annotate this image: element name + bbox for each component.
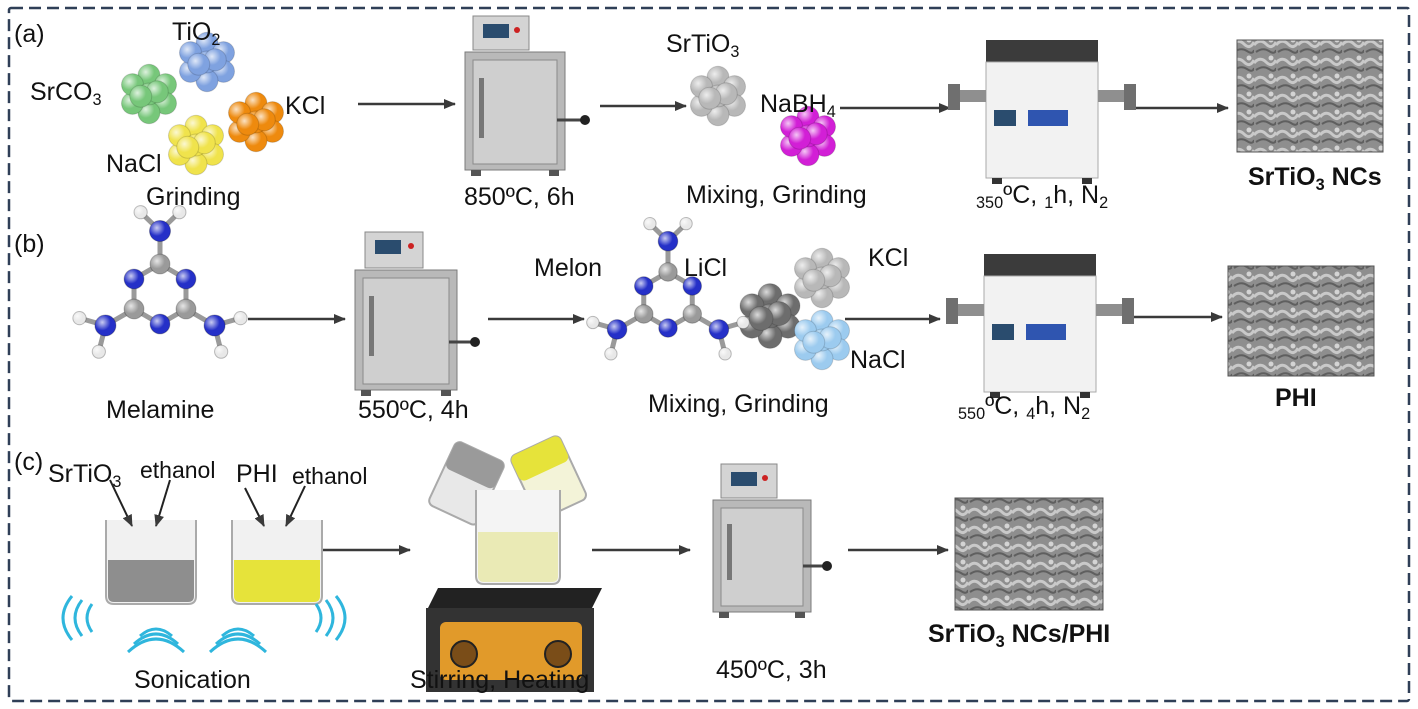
- particle-clusters: [121, 31, 850, 371]
- nacl-blue-cluster: [794, 309, 850, 371]
- hot-plate-stirrer-icon: [426, 435, 602, 692]
- step-sonication: Sonication: [134, 666, 251, 694]
- panel-label-a: (a): [14, 20, 45, 48]
- tio2-cluster: [179, 31, 235, 93]
- srco3-cluster: [121, 63, 177, 125]
- label-nacl-b: NaCl: [850, 346, 906, 374]
- tube-furnace-icon: [948, 40, 1136, 184]
- label-nabh4: NaBH4: [760, 90, 836, 121]
- product-phi: PHI: [1275, 384, 1317, 412]
- label-tio2: TiO2: [172, 18, 221, 49]
- step-350c: 350ºC, 1h, N2: [976, 181, 1109, 212]
- nabh4-cluster: [780, 105, 836, 167]
- label-phi-c: PHI: [236, 460, 278, 488]
- pipette-lines: [109, 479, 306, 527]
- label-melon: Melon: [534, 254, 603, 282]
- step-550c: 550ºC, 4h: [358, 396, 469, 424]
- label-melamine: Melamine: [106, 396, 215, 424]
- label-srtio3-c: SrTiO3: [48, 460, 122, 491]
- label-nacl: NaCl: [106, 150, 162, 178]
- step-450c: 450ºC, 3h: [716, 656, 827, 684]
- step-850c: 850ºC, 6h: [464, 183, 575, 211]
- product-srtio3-ncs: SrTiO3 NCs: [1248, 163, 1382, 194]
- arrows-row-b: [248, 312, 1223, 324]
- label-kcl: KCl: [285, 92, 326, 120]
- sound-wave-icon: [61, 595, 347, 654]
- sem-image: [1227, 265, 1375, 377]
- step-mixing-grinding-b: Mixing, Grinding: [648, 390, 829, 418]
- label-licl: LiCl: [684, 254, 728, 282]
- beaker-icon: [231, 520, 323, 605]
- muffle-furnace-icon: [464, 15, 590, 176]
- tube-furnace-icon: [946, 254, 1134, 398]
- beaker-icon: [105, 520, 197, 605]
- licl-cluster: [739, 283, 801, 349]
- molecule-icons: [72, 205, 750, 361]
- melamine-molecule: [72, 205, 248, 359]
- label-srco3: SrCO3: [30, 78, 102, 109]
- panel-label-b: (b): [14, 230, 45, 258]
- muffle-furnace-icon: [354, 231, 480, 396]
- step-550c-n2: 550ºC, 4h, N2: [958, 392, 1091, 423]
- srtio3-cluster: [690, 65, 746, 127]
- sem-image: [1236, 39, 1384, 153]
- nacl-cluster: [168, 114, 224, 176]
- label-ethanol-2: ethanol: [292, 463, 368, 489]
- label-ethanol-1: ethanol: [140, 457, 216, 483]
- panel-label-c: (c): [14, 448, 44, 476]
- melon-molecule: [586, 216, 750, 361]
- label-srtio3: SrTiO3: [666, 30, 740, 61]
- step-grinding: Grinding: [146, 183, 241, 211]
- muffle-furnace-icon: [712, 463, 832, 618]
- product-srtio3-ncs-phi: SrTiO3 NCs/PHI: [928, 620, 1111, 651]
- kcl-cluster: [228, 91, 284, 153]
- kcl-grey-cluster: [794, 247, 850, 309]
- label-kcl-b: KCl: [868, 244, 909, 272]
- arrows-row-a: [358, 99, 1229, 113]
- sem-image: [954, 497, 1104, 611]
- step-mixing-grinding-a: Mixing, Grinding: [686, 181, 867, 209]
- step-stirring-heating: Stirring, Heating: [410, 666, 590, 694]
